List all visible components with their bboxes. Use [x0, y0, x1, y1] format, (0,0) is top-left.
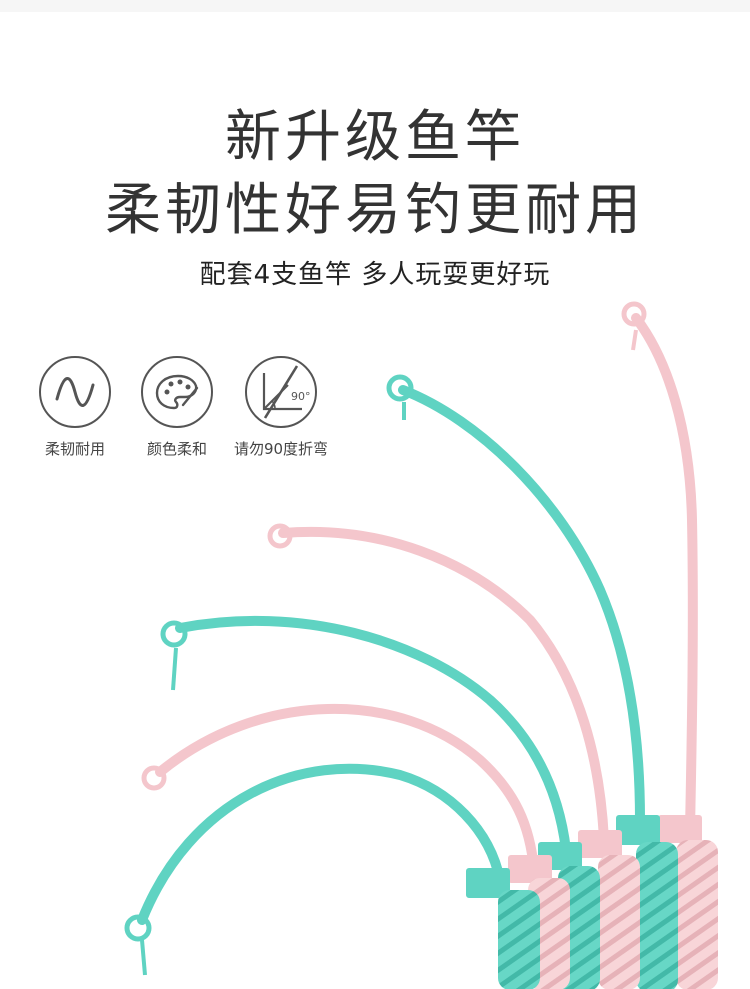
palette-icon	[141, 356, 213, 428]
rod-pink-tall	[621, 301, 718, 989]
wave-icon	[39, 356, 111, 428]
headline-line-2: 柔韧性好易钓更耐用	[105, 178, 645, 243]
no-bend-90-icon: 90°	[245, 356, 317, 428]
rod-pink-middle	[267, 523, 640, 989]
top-strip	[0, 0, 750, 12]
feature-label: 柔韧耐用	[44, 440, 105, 458]
feature-label: 颜色柔和	[146, 440, 207, 458]
feature-durable: 柔韧耐用	[20, 356, 130, 459]
headline-line-1: 新升级鱼竿	[225, 105, 525, 170]
feature-no-90-bend: 90° 请勿90度折弯	[226, 356, 336, 459]
angle-text: 90°	[291, 390, 311, 403]
rod-teal-tall	[386, 374, 678, 989]
rod-teal-short	[124, 763, 540, 989]
feature-label: 请勿90度折弯	[233, 440, 329, 458]
feature-soft-color: 颜色柔和	[122, 356, 232, 459]
subheadline: 配套4支鱼竿 多人玩耍更好玩	[199, 260, 551, 290]
